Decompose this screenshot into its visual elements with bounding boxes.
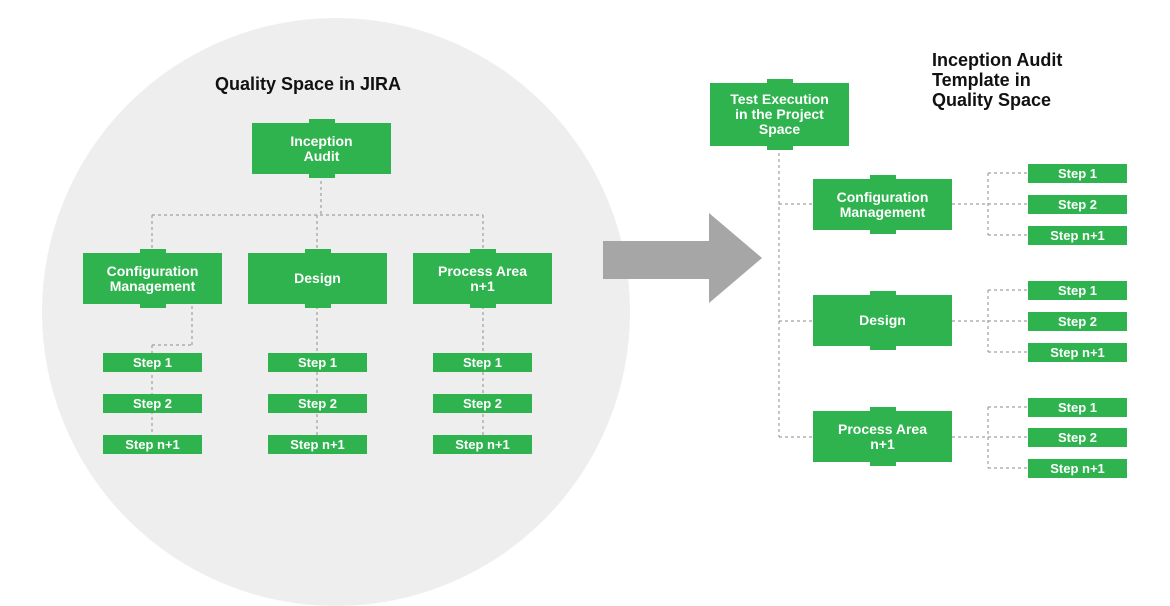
left-process-step-n: Step n+1: [433, 435, 532, 454]
right-design-step-2: Step 2: [1028, 312, 1127, 331]
left-panel-title: Quality Space in JIRA: [215, 74, 402, 94]
left-configuration-step-1: Step 1: [103, 353, 202, 372]
left-configuration-step-2: Step 2: [103, 394, 202, 413]
right-configuration-step-1: Step 1: [1028, 164, 1127, 183]
right-process-step-n: Step n+1: [1028, 459, 1127, 478]
left-process-step-1: Step 1: [433, 353, 532, 372]
right-area-design-node: Design: [813, 291, 952, 350]
left-area-process-node: Process Area n+1: [413, 249, 552, 308]
right-area-configuration-node: Configuration Management: [813, 175, 952, 234]
right-configuration-step-2: Step 2: [1028, 195, 1127, 214]
left-root-node: Inception Audit: [252, 119, 391, 178]
right-process-step-1: Step 1: [1028, 398, 1127, 417]
left-process-step-2: Step 2: [433, 394, 532, 413]
right-panel-title: Inception Audit Template in Quality Spac…: [932, 50, 1063, 110]
left-area-design-node: Design: [248, 249, 387, 308]
left-design-step-1: Step 1: [268, 353, 367, 372]
quality-space-circle: [42, 18, 630, 606]
right-arrow-icon: [603, 213, 762, 303]
connector-lines: [151, 147, 1028, 469]
right-root-node: Test Execution in the Project Space: [710, 79, 849, 150]
right-area-process-node: Process Area n+1: [813, 407, 952, 466]
left-design-step-2: Step 2: [268, 394, 367, 413]
left-area-configuration-node: Configuration Management: [83, 249, 222, 308]
right-design-step-n: Step n+1: [1028, 343, 1127, 362]
diagram-stage: Quality Space in JIRA Inception Audit Te…: [42, 18, 1127, 606]
right-process-step-2: Step 2: [1028, 428, 1127, 447]
left-design-step-n: Step n+1: [268, 435, 367, 454]
right-configuration-step-n: Step n+1: [1028, 226, 1127, 245]
left-configuration-step-n: Step n+1: [103, 435, 202, 454]
right-design-step-1: Step 1: [1028, 281, 1127, 300]
